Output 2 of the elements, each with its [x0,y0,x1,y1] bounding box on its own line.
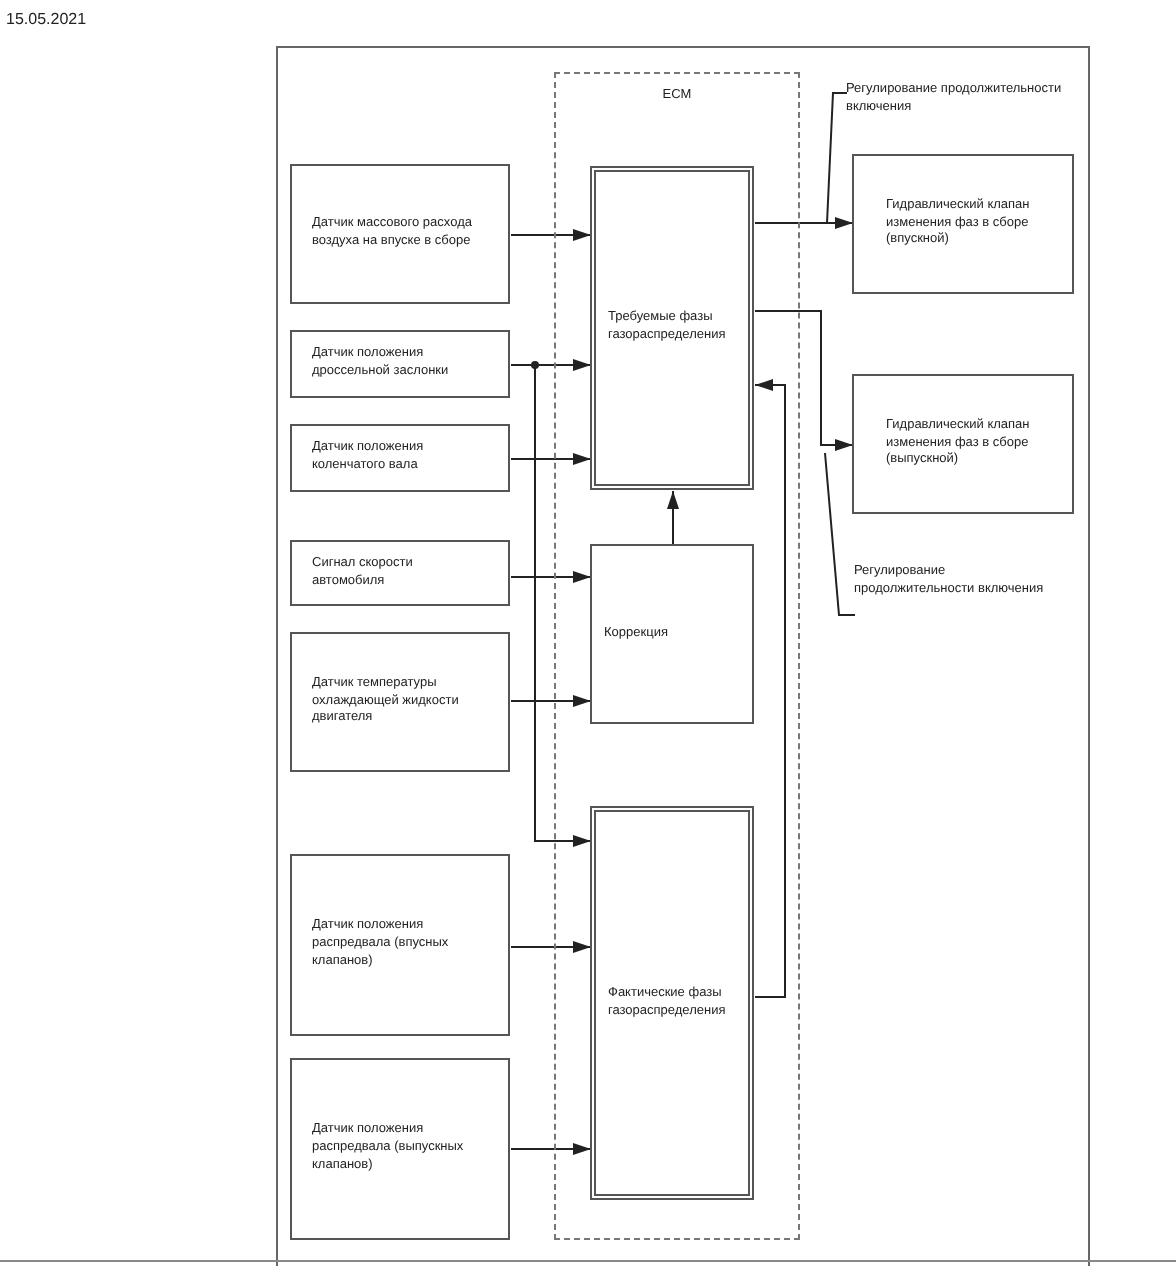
ecm-dashed-frame [554,72,800,1240]
date-text: 15.05.2021 [6,10,87,28]
